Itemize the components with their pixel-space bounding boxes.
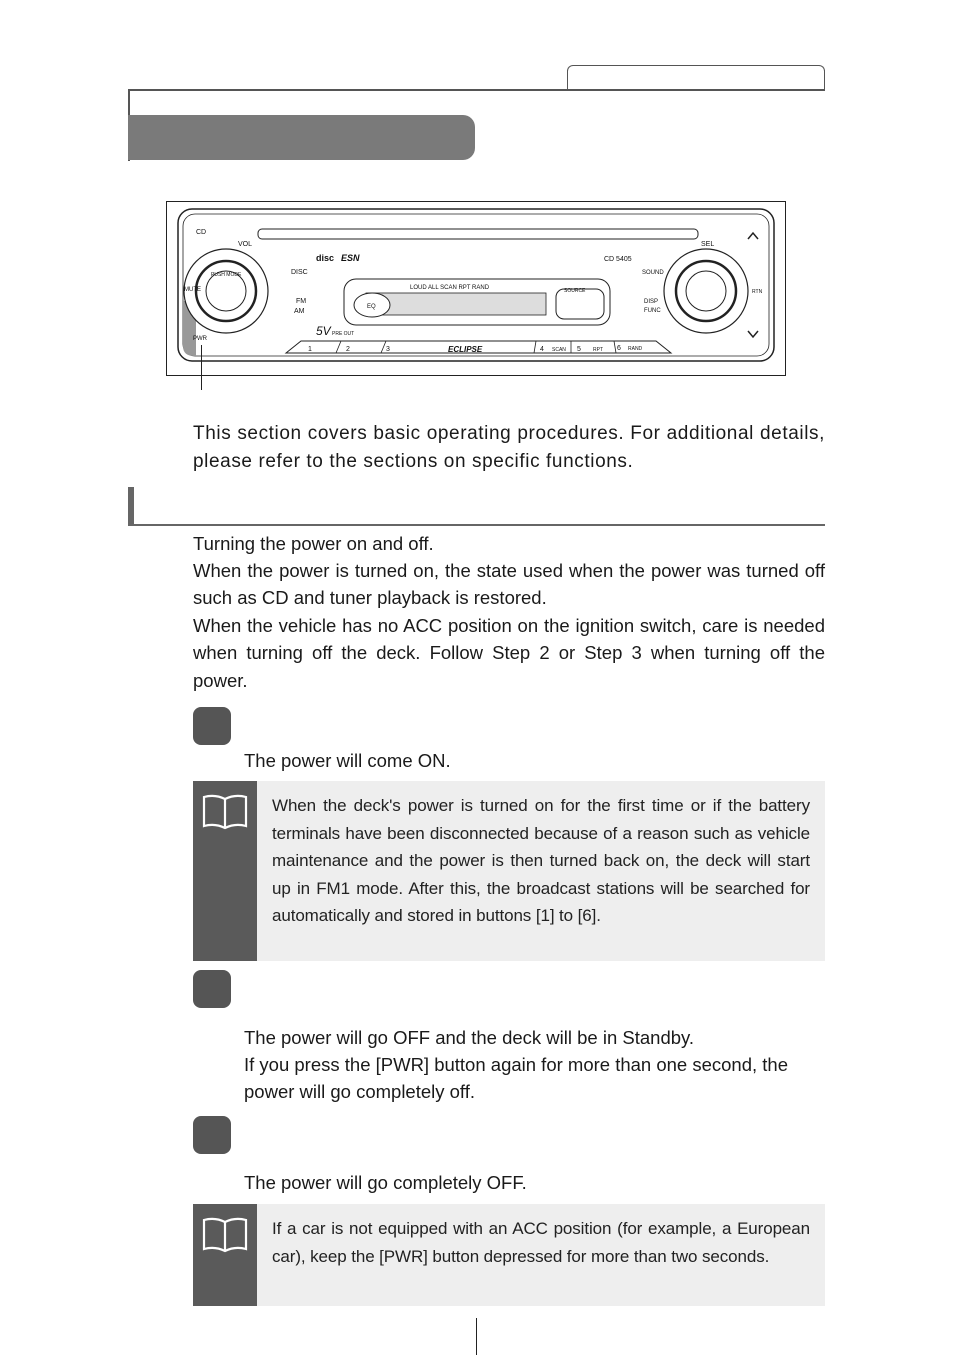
fm-label: FM [296, 298, 306, 305]
esn-logo: ESN [341, 253, 360, 263]
book-icon [202, 794, 248, 830]
step-1-badge [193, 707, 231, 745]
page-divider [476, 1318, 477, 1355]
section-marker [128, 487, 134, 525]
step-2-badge [193, 970, 231, 1008]
eq-indicator: EQ [367, 304, 376, 310]
header-tab [567, 65, 825, 90]
power-para-2: When the power is turned on, the state u… [193, 560, 825, 609]
mute-label: MUTE [184, 287, 201, 293]
cd-logo: disc [316, 253, 334, 263]
note-sidebar [193, 781, 257, 961]
scan-label: SCAN [552, 347, 566, 353]
sel-label: SEL [701, 241, 714, 248]
func-label: FUNC [644, 308, 661, 314]
disp-label: DISP [644, 299, 658, 305]
note-1-text: When the deck's power is turned on for t… [272, 796, 810, 925]
pwr-leader-line [201, 345, 202, 390]
note-box-2: If a car is not equipped with an ACC pos… [193, 1204, 825, 1306]
vol-label: VOL [238, 241, 252, 248]
header-rule [128, 89, 825, 91]
cd-button-label: CD [196, 229, 206, 236]
step-3-badge [193, 1116, 231, 1154]
preset-2: 2 [346, 346, 350, 353]
intro-text: This section covers basic operating proc… [193, 423, 825, 472]
display-indicators: LOUD ALL SCAN RPT RAND [410, 285, 490, 291]
step-3-result: The power will go completely OFF. [244, 1172, 527, 1193]
step-2-result-2: If you press the [PWR] button again for … [244, 1054, 789, 1103]
head-unit-illustration: CD VOL PUSH MODE MUTE DISC FM AM disc ES… [166, 201, 786, 376]
power-para-3: When the vehicle has no ACC position on … [193, 615, 825, 691]
eclipse-logo: ECLIPSE [448, 345, 483, 354]
section-rule [128, 524, 825, 526]
rand-label: RAND [628, 346, 643, 352]
book-icon [202, 1217, 248, 1253]
step-1-result: The power will come ON. [244, 750, 451, 771]
preset-6: 6 [617, 345, 621, 352]
rtn-label: RTN [752, 289, 763, 295]
source-indicator: SOURCE [564, 288, 586, 294]
section-title-bar [128, 115, 475, 160]
preset-1: 1 [308, 346, 312, 353]
preset-4: 4 [540, 346, 544, 353]
sound-label: SOUND [642, 270, 664, 276]
preout-label: 5V [316, 324, 332, 338]
step-2-result-1: The power will go OFF and the deck will … [244, 1027, 695, 1048]
preset-5: 5 [577, 346, 581, 353]
model-label: CD 5405 [604, 256, 632, 263]
am-label: AM [294, 308, 305, 315]
note-2-text: If a car is not equipped with an ACC pos… [272, 1219, 810, 1266]
rpt-label: RPT [593, 347, 603, 353]
pwr-label: PWR [193, 336, 208, 342]
power-para-1: Turning the power on and off. [193, 533, 434, 554]
note-box-1: When the deck's power is turned on for t… [193, 781, 825, 961]
preset-3: 3 [386, 346, 390, 353]
push-mode-label: PUSH MODE [211, 272, 242, 278]
note-sidebar [193, 1204, 257, 1306]
disc-label: DISC [291, 269, 308, 276]
preout-sub-label: PRE OUT [332, 331, 354, 337]
